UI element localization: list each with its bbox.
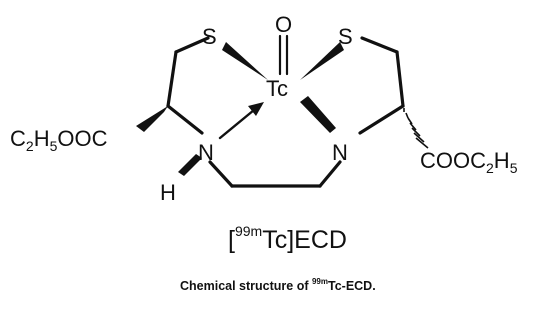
wedge-s-right-tc bbox=[300, 42, 344, 80]
wedge-s-left-tc bbox=[222, 42, 268, 80]
wedge-nleft-h bbox=[178, 154, 202, 176]
bond-s-left-ch2 bbox=[174, 36, 210, 54]
compound-name: [99mTc]ECD bbox=[228, 223, 347, 254]
atom-sulfur-left: S bbox=[202, 24, 217, 49]
bond-cright-nright bbox=[358, 104, 405, 135]
wedge-tc-nright bbox=[300, 96, 336, 133]
atom-technetium: Tc bbox=[266, 76, 288, 101]
arrowhead-nleft-tc bbox=[248, 102, 264, 116]
bond-cleft-nleft bbox=[166, 104, 204, 135]
hash-cright-ester bbox=[403, 108, 429, 149]
bond-ch2-cright bbox=[395, 50, 405, 108]
bonds bbox=[136, 34, 429, 188]
bond-ch2-cleft bbox=[166, 50, 178, 108]
bond-nleft-tc-arrow bbox=[218, 108, 256, 140]
figure-caption: Chemical structure of 99mTc-ECD. bbox=[180, 277, 376, 293]
bond-nleft-bridge bbox=[208, 160, 234, 188]
atom-nitrogen-right: N bbox=[332, 140, 348, 165]
bond-s-right-ch2 bbox=[360, 36, 399, 54]
atom-oxygen: O bbox=[275, 12, 292, 37]
atom-nitrogen-left: N bbox=[198, 140, 214, 165]
ester-group-left: C2H5OOC bbox=[10, 126, 108, 154]
bond-bridge-nright bbox=[318, 160, 342, 188]
ester-group-right: COOC2H5 bbox=[420, 148, 518, 176]
wedge-cleft-ester bbox=[136, 106, 168, 132]
atom-hydrogen: H bbox=[160, 180, 176, 205]
atom-sulfur-right: S bbox=[338, 24, 353, 49]
